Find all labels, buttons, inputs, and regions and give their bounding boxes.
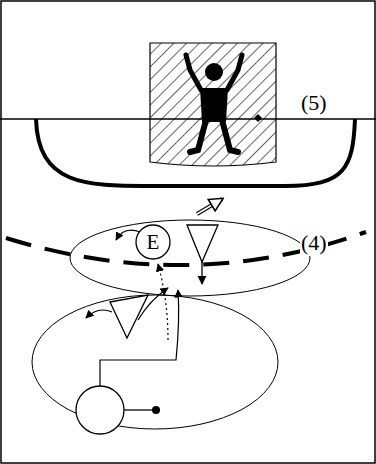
move-arrow: [86, 310, 112, 318]
pass-arrow: [197, 199, 222, 214]
zone-ellipse: [32, 295, 278, 429]
ball: [152, 406, 160, 414]
zone-number: (5): [300, 90, 328, 116]
player-letter: E: [147, 230, 160, 255]
goal-area: [150, 43, 276, 166]
zone-ellipse: [70, 220, 310, 296]
attacker-symbol: [76, 386, 124, 434]
ball-line: [124, 409, 153, 410]
goalkeeper-figure: [186, 55, 262, 152]
pass-line: [158, 264, 168, 340]
move-arrow: [201, 262, 202, 284]
run-path: [100, 290, 179, 386]
pass-arrow-inner: [197, 199, 222, 214]
defender-symbol: [187, 225, 218, 262]
zone-number: (4): [300, 230, 328, 256]
defender-symbol: [110, 295, 148, 338]
goal-line: [0, 118, 376, 120]
move-arrow: [138, 288, 168, 320]
player-circle: E: [135, 224, 171, 260]
six-metre-line: [36, 119, 355, 186]
